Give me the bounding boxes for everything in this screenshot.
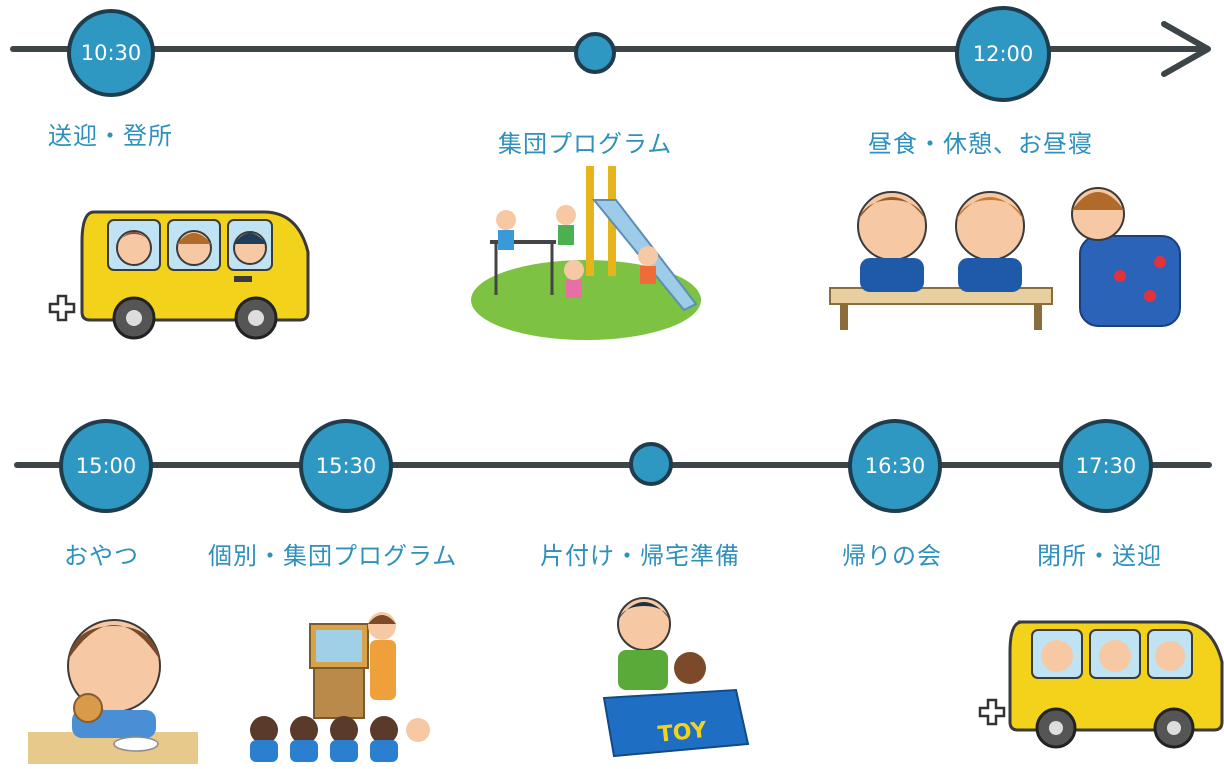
toy-box-text: TOY: [657, 718, 709, 748]
time-label: 17:30: [1075, 454, 1137, 478]
step-label-cleanup: 片付け・帰宅準備: [540, 542, 740, 570]
step-label-group-program: 集団プログラム: [498, 130, 673, 158]
time-node-1730: 17:30: [1059, 419, 1153, 513]
time-node-1630: 16:30: [848, 419, 942, 513]
time-label: 15:30: [315, 454, 377, 478]
timeline-line-bottom: [14, 462, 1212, 468]
time-node-1200: 12:00: [955, 6, 1051, 102]
school-bus-illustration-return: [978, 620, 1224, 749]
time-node-blank-1: [574, 32, 616, 74]
school-bus-illustration: [48, 210, 310, 340]
step-label-snack: おやつ: [64, 542, 139, 570]
time-label: 10:30: [80, 41, 142, 65]
step-label-closing-meeting: 帰りの会: [842, 542, 942, 570]
time-node-1030: 10:30: [67, 9, 155, 97]
playground-slide-illustration: [471, 166, 701, 340]
time-label: 16:30: [864, 454, 926, 478]
time-label: 15:00: [75, 454, 137, 478]
step-label-arrival: 送迎・登所: [48, 122, 173, 150]
snack-eating-illustration: [28, 619, 198, 764]
toy-box-illustration: TOY: [602, 597, 750, 758]
time-node-1500: 15:00: [59, 419, 153, 513]
step-label-lunch-rest: 昼食・休憩、お昼寝: [868, 130, 1093, 158]
time-node-1530: 15:30: [299, 419, 393, 513]
lunch-and-nap-illustration: [829, 187, 1181, 330]
picture-story-show-illustration: [250, 612, 430, 762]
step-label-closing-transport: 閉所・送迎: [1037, 542, 1162, 570]
time-node-blank-2: [629, 442, 673, 486]
step-label-individual-group-program: 個別・集団プログラム: [208, 542, 458, 570]
arrow-head-icon: [1161, 21, 1211, 77]
time-label: 12:00: [972, 42, 1034, 66]
